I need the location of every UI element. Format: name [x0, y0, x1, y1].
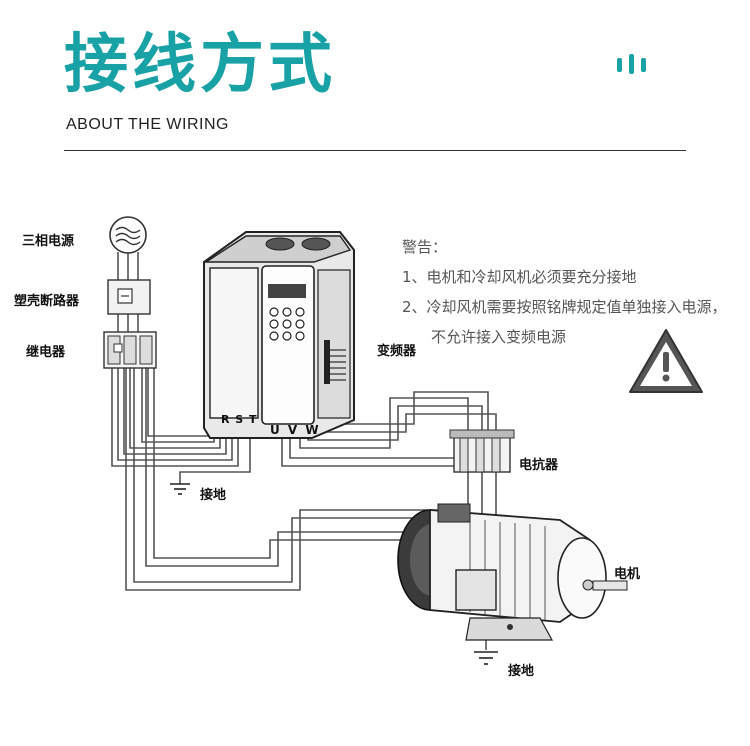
- page-title: 接线方式: [64, 28, 336, 102]
- output-terminal-label: U V W: [270, 423, 321, 437]
- breaker-symbol: [107, 279, 151, 315]
- power-supply-symbol: [109, 216, 147, 254]
- relay-symbol: [103, 331, 157, 369]
- inverter-unit: [203, 231, 355, 439]
- label-breaker: 塑壳断路器: [14, 294, 80, 309]
- label-inverter: 变频器: [377, 344, 417, 359]
- header-divider: [64, 150, 686, 151]
- ground-icon: [170, 483, 190, 495]
- warning-line-3: 不允许接入变频电源: [431, 328, 567, 346]
- label-reactor: 电抗器: [519, 458, 559, 473]
- label-motor: 电机: [614, 567, 641, 582]
- warning-icon: [629, 329, 703, 393]
- label-ground-1: 接地: [200, 488, 227, 503]
- decor-bars-icon: [617, 54, 651, 74]
- warning-line-1: 1、电机和冷却风机必须要充分接地: [402, 268, 637, 286]
- label-power: 三相电源: [22, 234, 75, 249]
- input-terminal-label: R S T: [221, 413, 258, 426]
- label-ground-2: 接地: [508, 664, 535, 679]
- ground-icon-motor: [474, 651, 498, 665]
- wiring-lines: [111, 252, 497, 650]
- page-subtitle: ABOUT THE WIRING: [66, 116, 229, 133]
- warning-line-2: 2、冷却风机需要按照铭牌规定值单独接入电源，: [402, 298, 727, 316]
- label-relay: 继电器: [26, 345, 66, 360]
- motor-unit: [397, 503, 628, 641]
- reactor-symbol: [449, 429, 515, 473]
- warning-heading: 警告：: [402, 238, 448, 256]
